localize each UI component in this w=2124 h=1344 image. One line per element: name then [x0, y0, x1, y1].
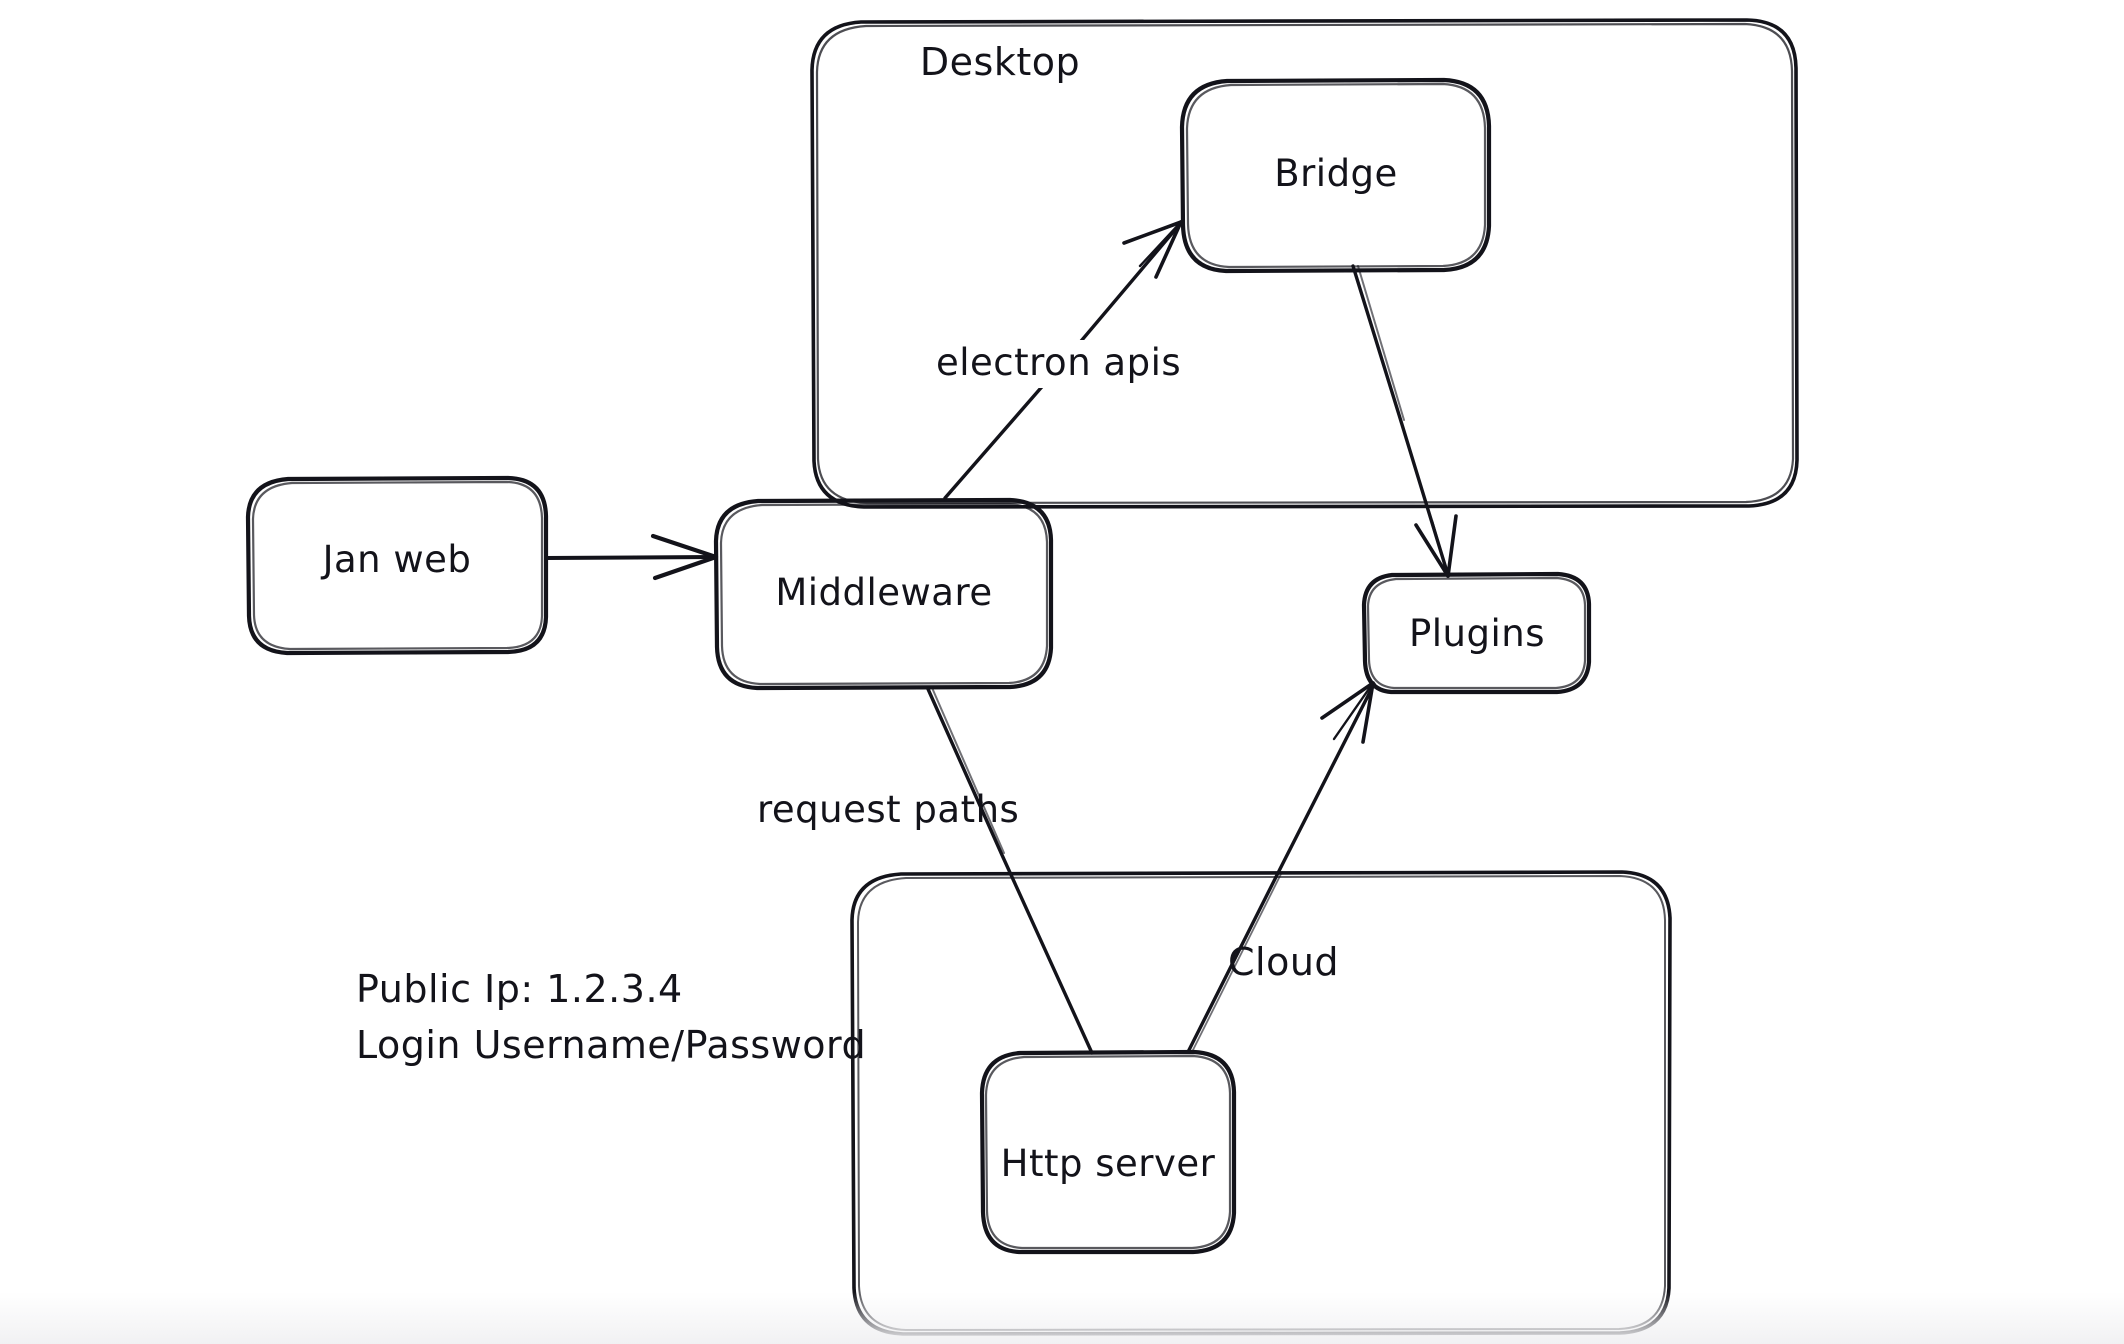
edge-http-server-to-plugins-arrowhead	[1320, 681, 1375, 744]
node-http-server-label: Http server	[1001, 1142, 1216, 1185]
edge-middleware-to-http-server-line	[926, 687, 1094, 1055]
edge-http-server-to-plugins[interactable]	[1186, 681, 1376, 1054]
edge-http-server-to-plugins-line	[1186, 682, 1376, 1054]
edge-jan-web-to-middleware[interactable]	[544, 533, 719, 581]
node-plugins[interactable]: Plugins	[1361, 571, 1592, 695]
edge-label-electron-apis-backdrop	[930, 340, 1202, 388]
node-jan-web-label: Jan web	[321, 538, 472, 581]
edge-http-server-to-plugins-line-second-pass	[1191, 871, 1283, 1053]
group-desktop[interactable]: Desktop	[810, 18, 1799, 509]
edge-middleware-to-http-server[interactable]	[926, 687, 1094, 1055]
group-desktop-label: Desktop	[920, 40, 1080, 84]
group-desktop-outline-second-pass	[815, 22, 1795, 505]
edge-bridge-to-plugins[interactable]	[1351, 264, 1458, 578]
node-middleware-label: Middleware	[775, 571, 992, 614]
edge-label-request-paths-group: request paths	[752, 787, 1019, 835]
group-desktop-outline	[810, 18, 1799, 509]
edge-label-electron-apis-group: electron apis	[930, 340, 1202, 388]
node-http-server[interactable]: Http server	[979, 1049, 1237, 1255]
edge-bridge-to-plugins-line-second-pass	[1357, 265, 1405, 421]
node-plugins-outline	[1361, 571, 1592, 695]
edge-bridge-to-plugins-arrowhead	[1414, 514, 1458, 578]
node-jan-web[interactable]: Jan web	[245, 475, 549, 656]
edge-label-request-paths-backdrop	[752, 787, 928, 835]
node-middleware-outline-second-pass	[719, 502, 1049, 686]
group-cloud[interactable]: Cloud	[850, 870, 1672, 1336]
note-public-ip-line-1: Public Ip: 1.2.3.4	[356, 967, 683, 1011]
note-public-ip-line-2: Login Username/Password	[356, 1023, 866, 1067]
edge-label-request-paths: request paths	[757, 788, 1019, 831]
node-bridge-outline-second-pass	[1185, 82, 1487, 269]
node-middleware[interactable]: Middleware	[713, 497, 1054, 691]
edge-jan-web-to-middleware-arrowhead	[650, 533, 719, 581]
edge-jan-web-to-middleware-line	[544, 555, 716, 560]
node-plugins-label: Plugins	[1409, 612, 1545, 655]
node-middleware-outline	[713, 497, 1054, 691]
node-jan-web-outline	[245, 475, 549, 656]
node-http-server-outline	[979, 1049, 1237, 1255]
edge-middleware-to-http-server-line-second-pass	[932, 689, 1005, 854]
node-plugins-outline-second-pass	[1366, 576, 1587, 690]
node-jan-web-outline-second-pass	[251, 480, 544, 651]
group-cloud-label: Cloud	[1228, 940, 1339, 984]
node-http-server-outline-second-pass	[984, 1054, 1232, 1250]
edge-label-electron-apis: electron apis	[936, 341, 1181, 384]
edge-middleware-to-bridge-arrowhead	[1122, 220, 1183, 279]
node-bridge-outline	[1179, 77, 1492, 274]
node-bridge-label: Bridge	[1274, 152, 1398, 195]
note-public-ip: Public Ip: 1.2.3.4 Login Username/Passwo…	[356, 967, 866, 1067]
node-bridge[interactable]: Bridge	[1179, 77, 1492, 274]
